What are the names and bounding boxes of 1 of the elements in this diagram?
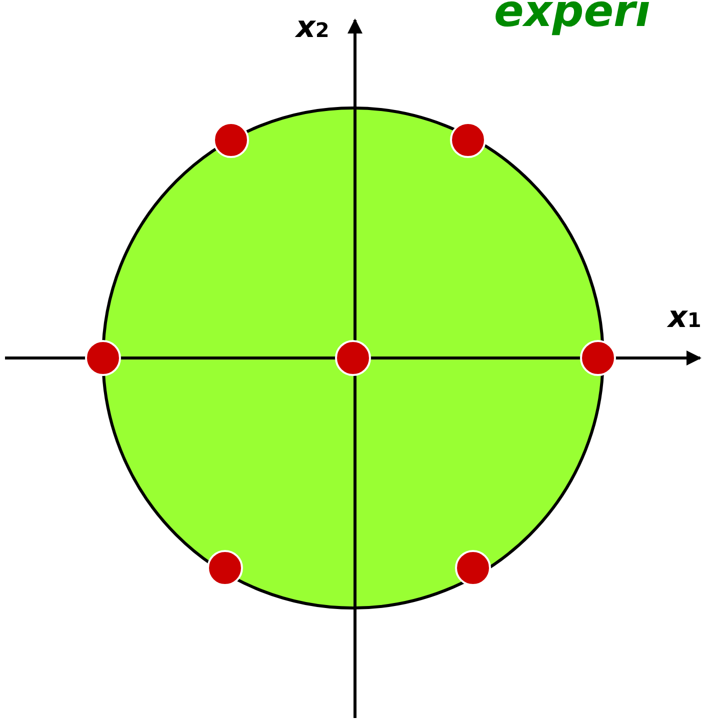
title: experi: [494, 0, 650, 37]
